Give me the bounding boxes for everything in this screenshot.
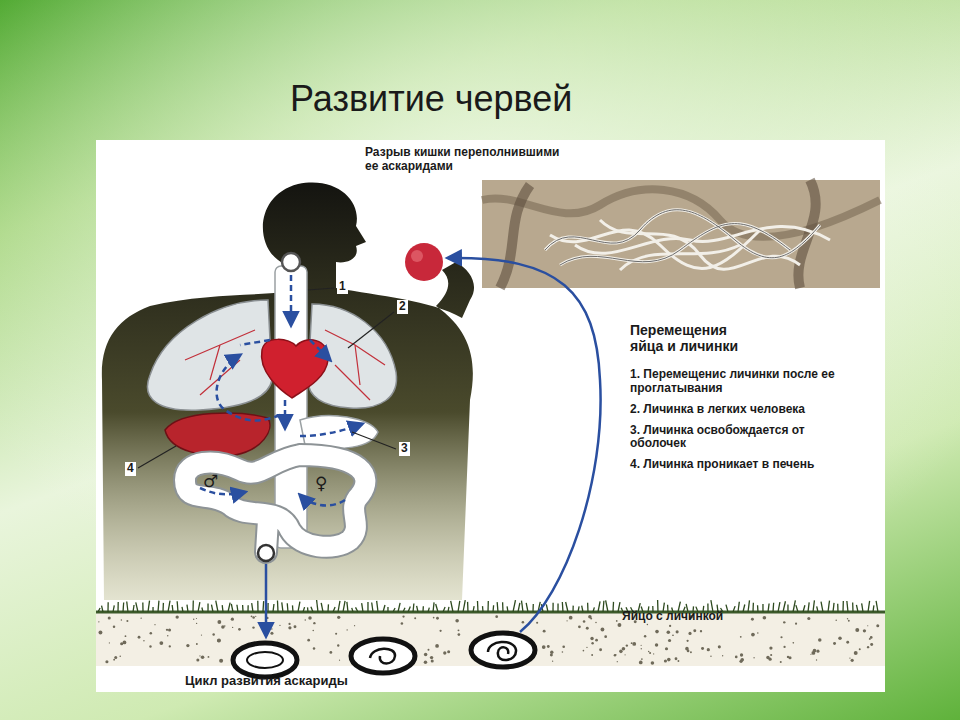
panel: [96, 140, 885, 692]
lungs: [147, 300, 396, 410]
apple: [405, 243, 443, 281]
callout-number: 1: [337, 280, 348, 294]
liver: [165, 413, 270, 456]
legend-item: 3. Личинка освобождается от оболочек: [630, 424, 842, 452]
legend-item: 1. Перемещенис личинки после ее проглаты…: [630, 368, 842, 396]
female-symbol: ♀: [315, 474, 327, 494]
eggs: [233, 633, 535, 677]
legend-item: 2. Личинка в легких человека: [630, 403, 842, 417]
human-silhouette: [102, 183, 474, 600]
callout-number: 3: [399, 442, 410, 456]
egg-label: Яйцо с личинкой: [622, 610, 723, 624]
cycle-arrows: [266, 258, 601, 636]
figure-caption: Цикл развития аскариды: [185, 674, 348, 689]
legend-heading: Перемещения яйца и личинки: [630, 322, 755, 354]
callout-number: 2: [397, 300, 408, 314]
slide-title: Развитие червей: [290, 78, 572, 119]
intestines: [185, 455, 365, 552]
egg-small: [258, 545, 274, 561]
egg-small: [282, 253, 300, 271]
male-symbol: ♂: [203, 472, 218, 492]
callout-number: 4: [125, 462, 136, 476]
migration-arrows: [200, 275, 362, 505]
soil: [96, 600, 885, 666]
photo-caption: Разрыв кишки переполнившими ее аскаридам…: [365, 146, 570, 174]
leader-lines: [138, 288, 617, 648]
legend-column: Перемещения яйца и личинки 1. Перемещенис…: [630, 322, 880, 479]
legend-item: 4. Личинка проникает в печень: [630, 458, 842, 472]
